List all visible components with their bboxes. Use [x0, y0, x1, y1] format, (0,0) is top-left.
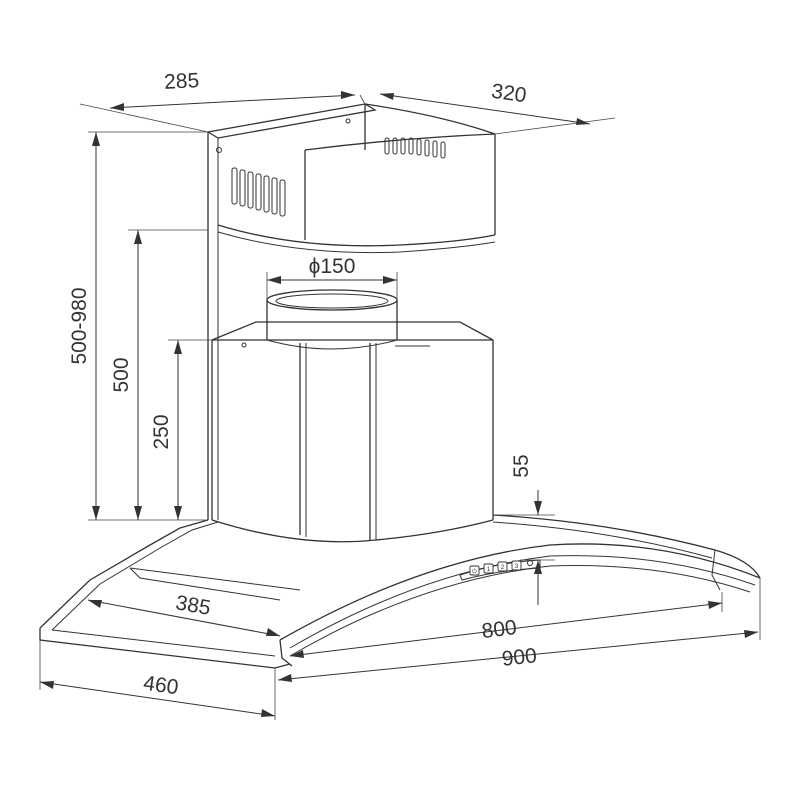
dim-800-label: 800	[480, 616, 518, 643]
speed-2-button[interactable]: 2	[497, 561, 508, 572]
lower-chimney	[211, 321, 494, 543]
upper-chimney	[206, 103, 496, 520]
power-button[interactable]: ⏻	[469, 565, 480, 576]
dim-phi150-label: ϕ150	[309, 255, 356, 278]
dim-55-label: 55	[510, 454, 533, 477]
svg-text:2: 2	[501, 565, 505, 571]
dim-285: 285	[109, 69, 356, 111]
dim-900: 900	[277, 630, 759, 682]
vent-slots-side	[231, 167, 286, 217]
indicator-light	[527, 560, 533, 566]
dim-500-980-label: 500-980	[68, 287, 91, 364]
dim-800: 800	[289, 601, 723, 658]
dim-285-label: 285	[164, 69, 200, 94]
extension-lines	[39, 94, 761, 720]
svg-text:3: 3	[515, 564, 519, 570]
dim-250-label: 250	[150, 414, 173, 449]
dim-500-label: 500	[110, 357, 133, 392]
dim-phi150: ϕ150	[266, 255, 398, 300]
control-panel[interactable]: ⏻ 1 2 3	[459, 559, 541, 581]
dim-250: 250	[150, 340, 182, 520]
dim-900-label: 900	[501, 644, 538, 671]
svg-text:1: 1	[487, 567, 491, 573]
dim-500: 500	[110, 230, 142, 520]
dim-320-label: 320	[490, 80, 528, 108]
dim-500-980: 500-980	[68, 132, 100, 520]
dim-320: 320	[379, 80, 591, 125]
dim-460: 460	[39, 672, 276, 717]
vent-slots-top	[384, 137, 446, 159]
dim-385: 385	[87, 591, 281, 637]
speed-3-button[interactable]: 3	[511, 560, 522, 571]
dim-460-label: 460	[142, 672, 180, 700]
dim-385-label: 385	[174, 591, 213, 620]
speed-1-button[interactable]: 1	[483, 563, 494, 574]
canopy	[39, 514, 761, 669]
svg-text:⏻: ⏻	[472, 568, 477, 575]
dim-55: 55	[510, 454, 542, 605]
